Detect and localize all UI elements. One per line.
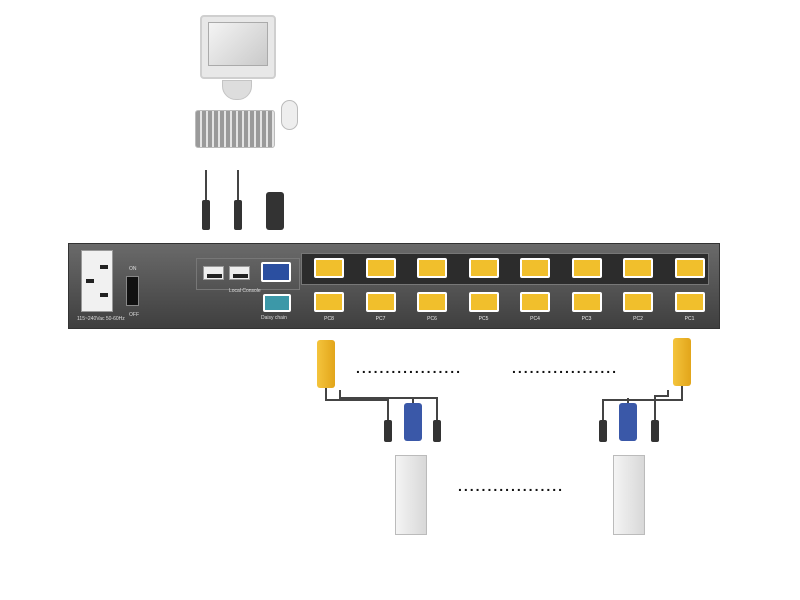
daisy-chain-port [263, 294, 291, 312]
vga-connector-pc8 [317, 340, 335, 388]
vga-port-pc7-bottom [365, 292, 396, 312]
vga-port-pc4-top [520, 258, 550, 278]
vga-port-pc2-bottom [623, 292, 653, 312]
vga-port-pc5-bottom [468, 292, 499, 312]
power-inlet [81, 250, 113, 312]
vga-port-pc5-top [468, 258, 499, 278]
vga-port-pc6-top [417, 258, 447, 278]
port-label: PC4 [530, 316, 540, 322]
vga-plug-b [619, 403, 637, 441]
console-vga-port [261, 262, 291, 282]
ellipsis-computers: .................. [458, 478, 565, 494]
usb-port-1 [203, 266, 224, 280]
monitor [200, 15, 276, 79]
local-console-label: Local Console [229, 288, 261, 294]
power-switch[interactable] [126, 276, 139, 306]
port-label: PC7 [375, 316, 386, 322]
port-label: PC3 [581, 316, 592, 322]
port-label: PC1 [684, 316, 695, 322]
computer-tower-pc1 [613, 455, 645, 535]
ellipsis-ports-2: .................. [512, 360, 619, 376]
vga-port-pc2-top [623, 258, 653, 278]
mouse [281, 100, 298, 130]
usb-plug-keyboard [202, 200, 210, 230]
daisy-chain-label: Daisy chain [261, 315, 287, 321]
port-label: PC5 [478, 316, 489, 322]
computer-tower-pc8 [395, 455, 427, 535]
ellipsis-ports: .................. [356, 360, 463, 376]
console-panel [196, 258, 300, 290]
port-label: PC2 [633, 316, 643, 322]
switch-off-label: OFF [129, 312, 139, 318]
vga-port-pc8-bottom [314, 292, 344, 312]
vga-port-pc8-top [314, 258, 344, 278]
vga-port-pc1-bottom [674, 292, 705, 312]
vga-plug-a [404, 403, 422, 441]
vga-connector-pc1 [673, 338, 691, 386]
monitor-screen [208, 22, 268, 66]
usb-plug-c [599, 420, 607, 442]
port-label: PC8 [324, 316, 334, 322]
power-rating: 115~240Vac 50-60Hz [77, 316, 125, 322]
usb-plug-mouse [234, 200, 242, 230]
usb-plug-b [433, 420, 441, 442]
usb-port-2 [229, 266, 250, 280]
vga-plug-monitor [266, 192, 284, 230]
vga-port-pc3-bottom [571, 292, 602, 312]
usb-plug-a [384, 420, 392, 442]
kvm-switch: 115~240Vac 50-60Hz ON OFF Local Console … [68, 243, 720, 329]
switch-on-label: ON [129, 266, 137, 272]
usb-plug-d [651, 420, 659, 442]
vga-port-pc3-top [571, 258, 602, 278]
vga-port-pc1-top [674, 258, 705, 278]
vga-port-pc7-top [365, 258, 396, 278]
keyboard [195, 110, 275, 148]
vga-port-pc4-bottom [520, 292, 550, 312]
port-label: PC6 [427, 316, 437, 322]
vga-port-pc6-bottom [417, 292, 447, 312]
